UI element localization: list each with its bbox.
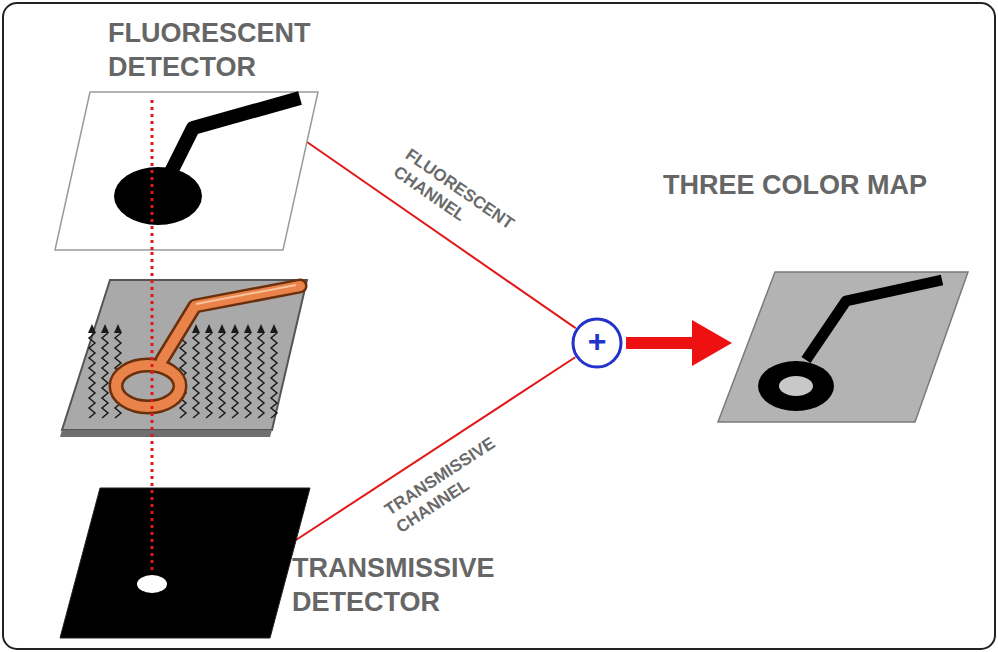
node-heading: TRANSMISSIVE DETECTOR xyxy=(292,551,552,619)
wave-arrowhead xyxy=(257,324,265,333)
wave-stroke xyxy=(271,333,277,418)
detector-plane: FLUORESCENT DETECTOR xyxy=(55,10,372,255)
wave-arrowhead xyxy=(244,324,252,333)
channel-line xyxy=(296,357,575,540)
detector-surface xyxy=(60,488,310,638)
connector-path xyxy=(307,142,576,328)
detector-plane: TRANSMISSIVE DETECTOR xyxy=(55,485,556,645)
sample-pad-outline xyxy=(116,365,180,407)
wave-stroke xyxy=(89,333,95,418)
signal-trace xyxy=(168,98,300,178)
wave-arrowhead xyxy=(218,324,226,333)
sample-edge xyxy=(60,430,272,437)
wave-stroke xyxy=(245,333,251,418)
wave-arrowhead xyxy=(114,324,122,333)
trace-highlight xyxy=(196,285,296,304)
frame-border xyxy=(3,3,995,649)
wave-arrowhead xyxy=(231,324,239,333)
sum-node: + xyxy=(571,317,623,369)
sample-surface xyxy=(62,280,307,430)
beam-path xyxy=(151,490,154,574)
channel-line xyxy=(307,142,576,328)
connector-path xyxy=(296,357,575,540)
sample-plane xyxy=(60,252,307,486)
connector-path xyxy=(626,337,694,349)
wave-stroke xyxy=(102,333,108,418)
result-arrow xyxy=(626,320,732,366)
operator-symbol: + xyxy=(571,325,623,357)
signal-pad xyxy=(114,167,202,225)
arrowhead xyxy=(692,320,732,366)
map-surface xyxy=(718,272,968,422)
wave-stroke xyxy=(258,333,264,418)
beam-path xyxy=(151,252,154,486)
wave-arrowhead xyxy=(270,324,278,333)
wave-stroke xyxy=(193,333,199,418)
node-heading: FLUORESCENT DETECTOR xyxy=(108,16,368,84)
sample-pad xyxy=(116,365,180,407)
transmission-spot xyxy=(137,575,167,593)
wave-stroke xyxy=(206,333,212,418)
sample-trace-outline xyxy=(162,286,300,360)
detector-surface xyxy=(55,92,318,250)
wave-arrowhead xyxy=(88,324,96,333)
map-plane: THREE COLOR MAP xyxy=(660,160,980,428)
node-shape xyxy=(660,160,980,428)
beam-path xyxy=(151,100,154,250)
map-hole xyxy=(779,376,813,396)
wave-arrowhead xyxy=(192,324,200,333)
wave-stroke xyxy=(219,333,225,418)
sample-trace xyxy=(162,286,300,360)
wave-arrowhead xyxy=(101,324,109,333)
map-trace xyxy=(806,280,942,360)
wave-arrowhead xyxy=(205,324,213,333)
node-heading: THREE COLOR MAP xyxy=(663,168,927,202)
map-pad xyxy=(758,361,834,411)
wave-stroke xyxy=(232,333,238,418)
